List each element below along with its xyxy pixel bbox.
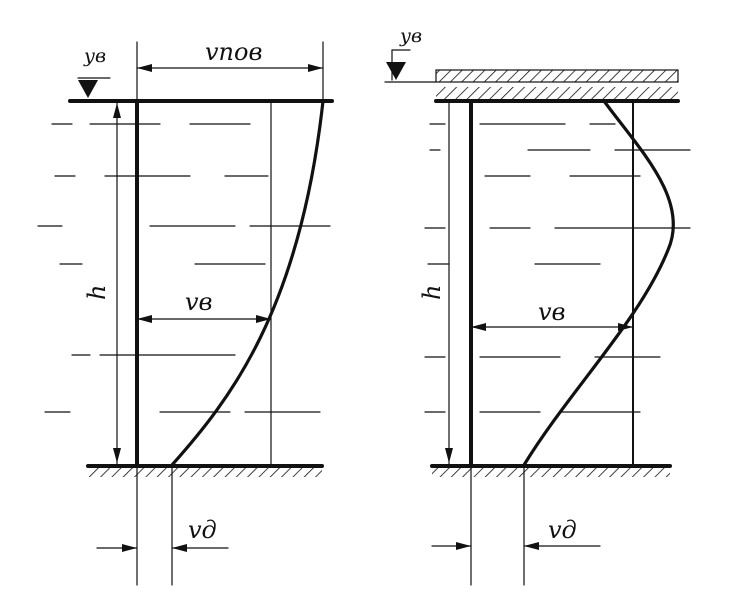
left-water-level-label: ув <box>83 45 106 67</box>
left-diagram: ув vпов <box>37 38 334 586</box>
left-mean-velocity-dimension <box>136 315 272 323</box>
left-surface-velocity-dimension <box>136 64 324 72</box>
right-depth-dimension <box>445 100 453 466</box>
left-bottom-velocity-dimension <box>96 544 229 552</box>
right-bottom-velocity-label: vд <box>548 516 577 544</box>
left-water-level-marker <box>77 77 111 98</box>
left-mean-velocity-label: vв <box>185 288 213 316</box>
left-surface-velocity-label: vпов <box>205 38 262 66</box>
left-depth-dimension <box>113 100 121 466</box>
right-mean-velocity-dimension <box>470 323 634 331</box>
right-bottom-hatch <box>432 468 670 477</box>
right-velocity-curve <box>522 99 675 467</box>
right-ice-underside-hatch <box>436 87 678 99</box>
left-depth-label: h <box>83 285 111 300</box>
left-water-lines <box>37 123 331 413</box>
right-water-lines <box>424 123 691 413</box>
right-diagram: ув h vв <box>384 25 691 586</box>
left-bottom-velocity-label: vд <box>188 516 217 544</box>
right-water-level-marker <box>384 49 437 83</box>
left-velocity-curve <box>170 99 325 467</box>
right-ice-cover <box>435 69 679 83</box>
right-mean-velocity-label: vв <box>538 298 566 326</box>
right-depth-label: h <box>418 285 446 300</box>
right-bottom-velocity-dimension <box>431 542 601 550</box>
left-bottom-hatch <box>88 468 322 477</box>
right-water-level-label: ув <box>399 25 422 47</box>
